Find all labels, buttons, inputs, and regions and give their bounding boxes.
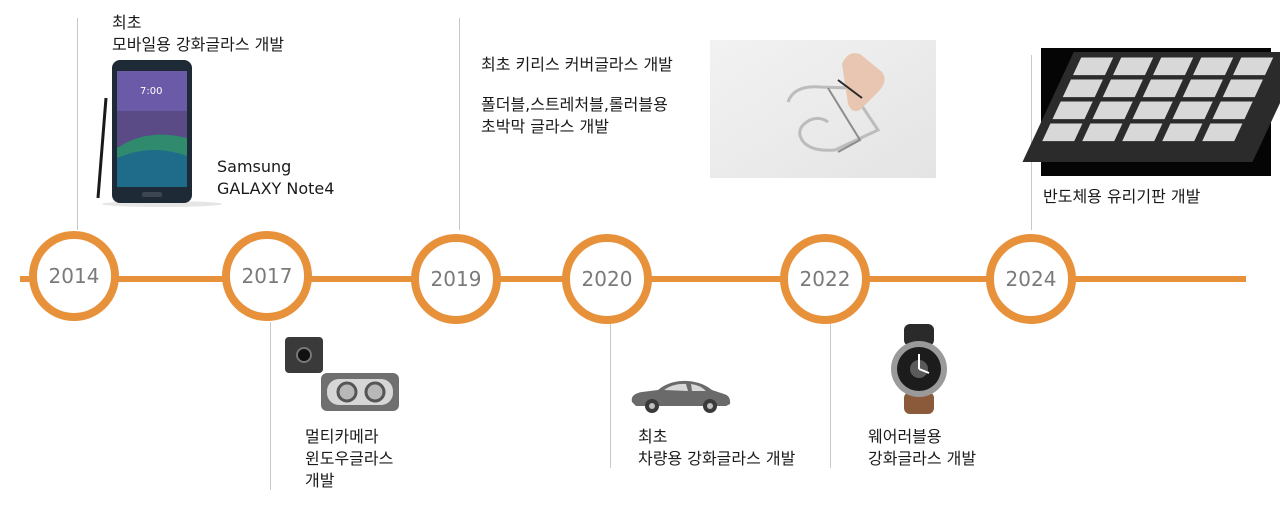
milestone-line: 반도체용 유리기판 개발 <box>1043 187 1201 206</box>
svg-text:7:00: 7:00 <box>140 86 162 97</box>
year-circle-2024: 2024 <box>986 234 1076 324</box>
connector-2014 <box>77 18 78 230</box>
milestone-line: 최초 <box>638 427 668 446</box>
milestone-line: 차량용 강화글라스 개발 <box>638 449 796 468</box>
connector-2017 <box>270 322 271 490</box>
year-label: 2017 <box>241 264 293 288</box>
year-circle-2014: 2014 <box>29 231 119 321</box>
milestone-line <box>481 76 673 94</box>
year-label: 2024 <box>1005 267 1057 291</box>
milestone-2014-text: 최초 모바일용 강화글라스 개발 <box>112 12 284 56</box>
milestone-line: 강화글라스 개발 <box>868 449 977 468</box>
milestone-2019-text: 최초 키리스 커버글라스 개발 폴더블,스트레처블,롤러블용 초박막 글라스 개… <box>481 54 673 138</box>
milestone-line: 멀티카메라 <box>305 427 379 446</box>
milestone-line: 모바일용 강화글라스 개발 <box>112 35 285 54</box>
year-label: 2020 <box>581 267 633 291</box>
milestone-line: 초박막 글라스 개발 <box>481 117 609 136</box>
year-circle-2022: 2022 <box>780 234 870 324</box>
device-label: Samsung GALAXY Note4 <box>217 156 334 200</box>
milestone-2020-text: 최초 차량용 강화글라스 개발 <box>638 426 795 470</box>
milestone-2022-text: 웨어러블용 강화글라스 개발 <box>868 426 976 470</box>
milestone-line: 개발 <box>305 471 335 490</box>
device-label-line: GALAXY Note4 <box>217 179 335 198</box>
year-circle-2019: 2019 <box>411 234 501 324</box>
milestone-line: 최초 <box>112 13 142 32</box>
year-circle-2020: 2020 <box>562 234 652 324</box>
milestone-2024-text: 반도체용 유리기판 개발 <box>1043 186 1200 208</box>
milestone-line: 최초 키리스 커버글라스 개발 <box>481 55 673 74</box>
connector-2019 <box>459 18 460 230</box>
connector-2022 <box>830 322 831 468</box>
milestone-line: 웨어러블용 <box>868 427 942 446</box>
year-label: 2014 <box>48 264 100 288</box>
flexible-glass-photo <box>710 40 936 178</box>
camera-window-icon <box>285 337 399 411</box>
year-label: 2019 <box>430 267 482 291</box>
connector-2020 <box>610 322 611 468</box>
device-label-line: Samsung <box>217 157 292 176</box>
year-circle-2017: 2017 <box>222 231 312 321</box>
glass-substrate-photo <box>1022 48 1280 176</box>
milestone-line: 윈도우글라스 <box>305 449 394 468</box>
year-label: 2022 <box>799 267 851 291</box>
smartphone-icon: 7:00 <box>96 60 222 207</box>
connector-2024 <box>1031 55 1032 230</box>
milestone-line: 폴더블,스트레처블,롤러블용 <box>481 95 668 114</box>
milestone-2017-text: 멀티카메라 윈도우글라스 개발 <box>305 426 393 492</box>
car-icon <box>631 380 731 413</box>
smartwatch-icon <box>891 324 947 414</box>
